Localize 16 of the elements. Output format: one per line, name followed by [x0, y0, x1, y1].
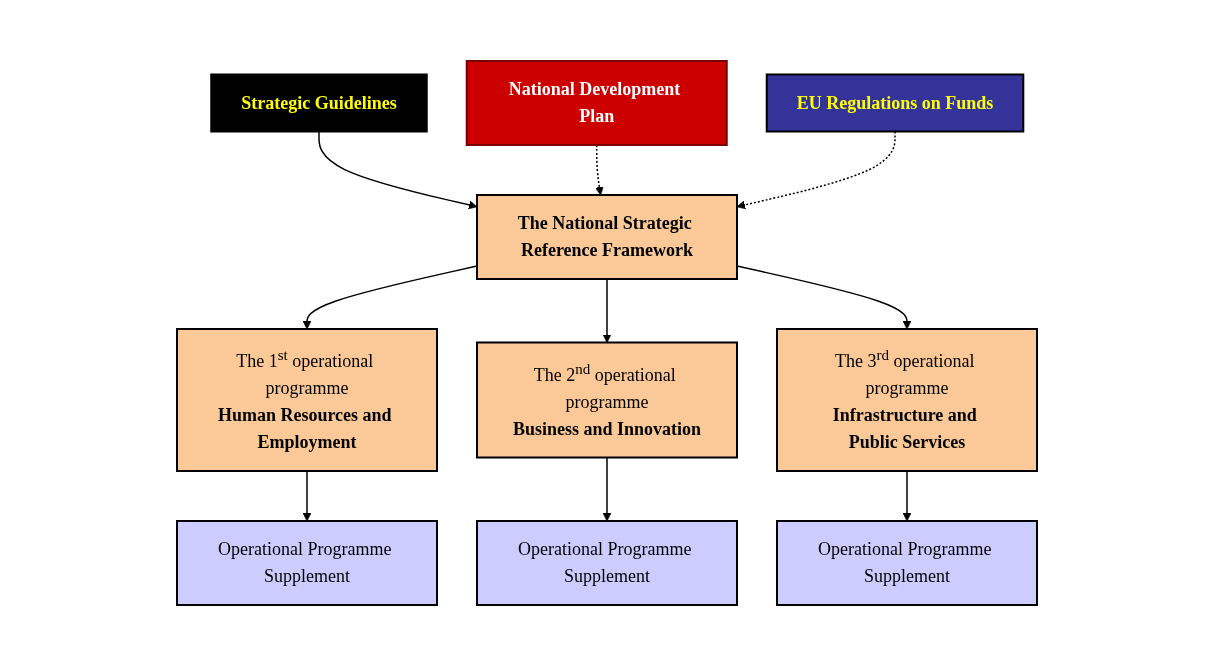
node-box: EU Regulations on Funds: [765, 73, 1024, 133]
node-box: Strategic Guidelines: [209, 73, 428, 133]
node-box: The National Strategic Reference Framework: [475, 194, 738, 280]
arrow: [602, 278, 611, 343]
node-box: The 3$^{rd}$ operational programme Infrastructure and Public Services: [775, 328, 1038, 472]
node-box: The 2$^{nd}$ operational programme Business and Innovation: [475, 341, 738, 459]
node-box: Operational Programme Supplement: [175, 520, 438, 606]
arrow: [317, 130, 477, 210]
node-box: The 1$^{st}$ operational programme Human Resources and Employment: [175, 328, 438, 472]
arrow: [302, 470, 311, 522]
node-box: National Development Plan: [465, 60, 728, 146]
arrow: [902, 470, 911, 522]
node-box: Operational Programme Supplement: [775, 520, 1038, 606]
node-box: Operational Programme Supplement: [475, 520, 738, 606]
arrow: [736, 130, 896, 210]
arrow: [602, 456, 611, 522]
